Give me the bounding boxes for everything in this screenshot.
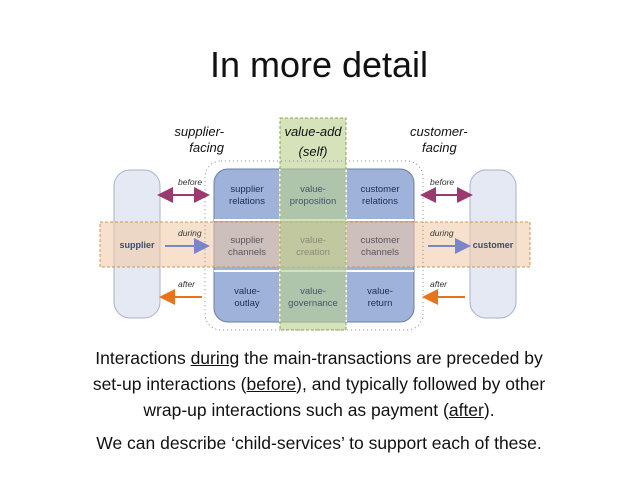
right-during-label: during [430, 228, 454, 238]
cell-customer-relations-2: relations [362, 196, 398, 207]
header-self-1: value-add [284, 124, 342, 139]
header-customer-2: facing [422, 140, 457, 155]
cell-supplier-channels-2: channels [228, 247, 266, 258]
header-customer-1: customer- [410, 124, 468, 139]
cell-value-proposition-1: value- [300, 184, 326, 195]
cell-value-return-2: return [368, 298, 393, 309]
line2-pre: set-up interactions ( [92, 374, 247, 394]
header-supplier-2: facing [189, 140, 224, 155]
after-underlined: after [448, 400, 484, 420]
cell-value-return-1: value- [367, 286, 393, 297]
cell-value-creation-2: creation [296, 247, 330, 258]
cell-customer-relations-1: customer [360, 184, 399, 195]
header-self-2: (self) [299, 144, 328, 159]
left-during-label: during [178, 228, 202, 238]
line1-pre: Interactions [95, 348, 191, 368]
cell-value-governance-2: governance [288, 298, 338, 309]
left-after-label: after [178, 279, 196, 289]
line3-pre: wrap-up interactions such as payment ( [143, 400, 449, 420]
paragraph-child-services: We can describe ‘child-services’ to supp… [96, 433, 542, 453]
paragraph-line-1: Interactions during the main-transaction… [20, 345, 618, 371]
cell-supplier-relations-1: supplier [230, 184, 263, 195]
during-underlined: during [190, 348, 240, 368]
customer-label: customer [473, 240, 514, 250]
supplier-label: supplier [119, 240, 155, 250]
before-underlined: before [246, 374, 297, 394]
line3-post: ). [483, 400, 495, 420]
line2-post: ), and typically followed by other [296, 374, 546, 394]
cell-supplier-relations-2: relations [229, 196, 265, 207]
self-band [279, 117, 347, 331]
cell-customer-channels-2: channels [361, 247, 399, 258]
cell-value-creation-1: value- [300, 235, 326, 246]
cell-value-proposition-2: proposition [290, 196, 336, 207]
header-supplier-1: supplier- [174, 124, 224, 139]
left-before-label: before [178, 177, 202, 187]
cell-value-outlay-1: value- [234, 286, 260, 297]
cell-value-governance-1: value- [300, 286, 326, 297]
line1-post: the main-transactions are preceded by [239, 348, 543, 368]
cell-value-outlay-2: outlay [234, 298, 260, 309]
cell-supplier-channels-1: supplier [230, 235, 263, 246]
cell-customer-channels-1: customer [360, 235, 399, 246]
paragraph-interactions: Interactions during the main-transaction… [20, 345, 618, 423]
paragraph-line-3: wrap-up interactions such as payment (af… [20, 397, 618, 423]
paragraph-line-2: set-up interactions (before), and typica… [20, 371, 618, 397]
slide-title: In more detail [209, 44, 429, 85]
right-after-label: after [430, 279, 448, 289]
right-before-label: before [430, 177, 454, 187]
